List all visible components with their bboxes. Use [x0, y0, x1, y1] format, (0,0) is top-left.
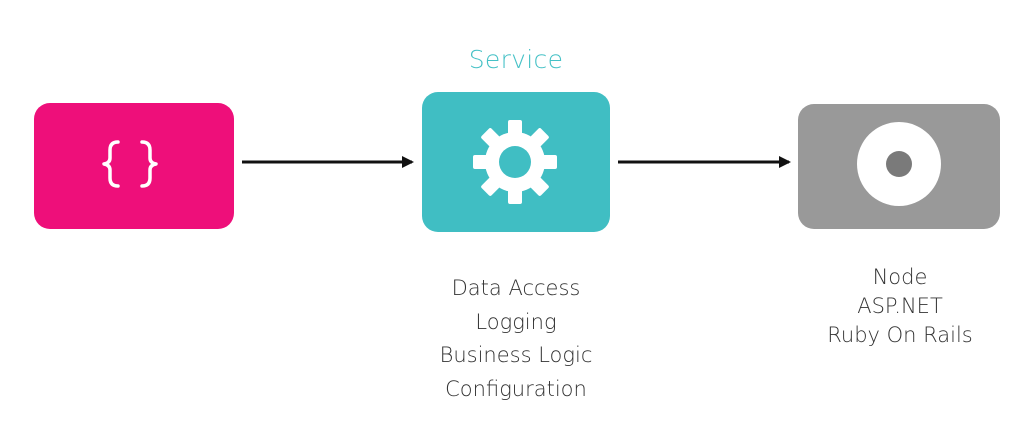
technology-item: Ruby On Rails — [827, 323, 973, 347]
gear-icon — [473, 120, 557, 204]
curly-braces-icon — [102, 140, 158, 188]
service-title: Service — [468, 45, 564, 74]
technology-item: Node — [872, 265, 928, 289]
server-technologies-list: Node ASP.NET Ruby On Rails — [790, 263, 1010, 350]
record-icon — [857, 122, 941, 206]
feature-item: Logging — [475, 309, 557, 334]
feature-item: Configuration — [445, 376, 587, 401]
client-node — [34, 103, 234, 229]
feature-item: Data Access — [451, 276, 581, 300]
feature-item: Business Logic — [439, 343, 593, 367]
service-features-list: Data Access Logging Business Logic Confi… — [410, 272, 622, 406]
technology-item: ASP.NET — [857, 294, 943, 318]
